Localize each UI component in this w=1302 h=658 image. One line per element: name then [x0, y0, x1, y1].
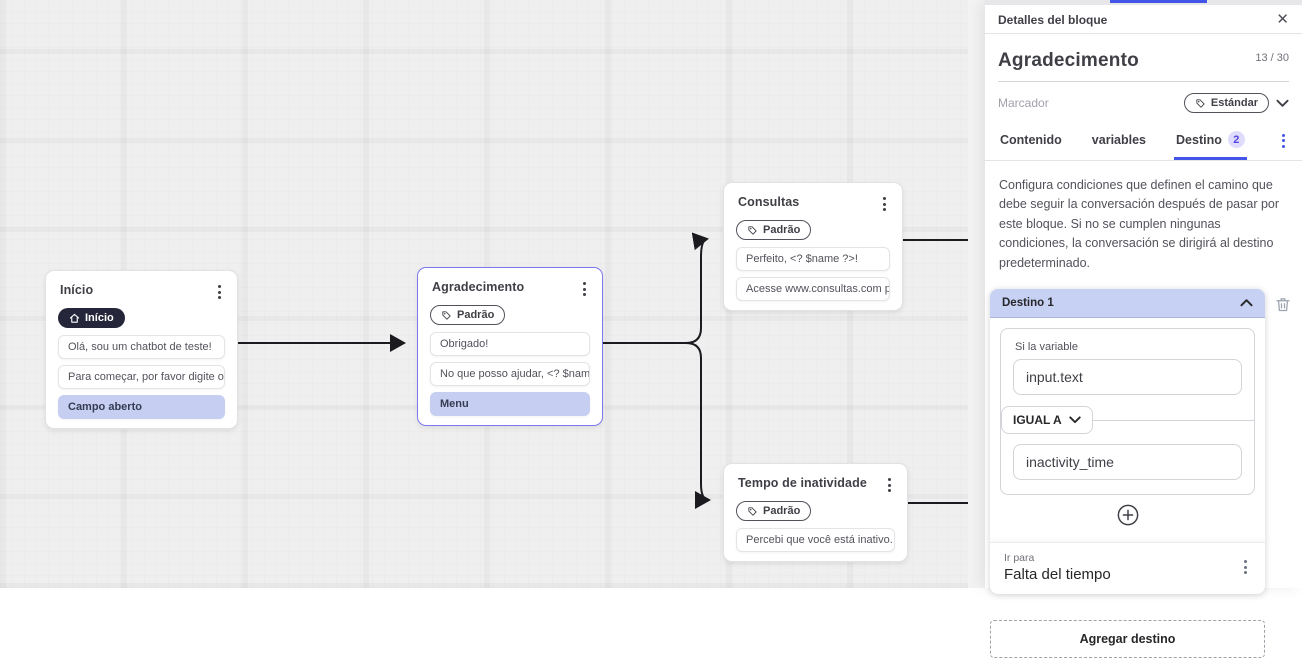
- add-destination-button[interactable]: Agregar destino: [990, 619, 1265, 658]
- goto-value: Falta del tiempo: [1004, 565, 1111, 583]
- message-item[interactable]: No que posso ajudar, <? $name ...: [430, 361, 590, 386]
- panel-title: Detalles del bloque: [998, 12, 1108, 27]
- open-field-item[interactable]: Campo aberto: [58, 394, 225, 419]
- message-item[interactable]: Percebi que você está inativo. C...: [736, 527, 895, 552]
- node-title: Consultas: [738, 195, 800, 209]
- active-tab-indicator: [1110, 0, 1207, 3]
- kebab-menu-icon[interactable]: [1278, 132, 1289, 150]
- marker-pill: Padrão: [430, 305, 506, 325]
- marker-pill: Padrão: [736, 220, 812, 240]
- node-agradecimento[interactable]: Agradecimento Padrão Obrigado! No que po…: [417, 267, 603, 426]
- operator-select[interactable]: IGUAL A: [1001, 405, 1093, 434]
- tag-icon: [748, 225, 757, 235]
- chevron-down-icon[interactable]: [1276, 99, 1289, 108]
- panel-top-strip: [985, 0, 1302, 5]
- tab-contenido[interactable]: Contenido: [1000, 132, 1062, 147]
- message-item[interactable]: Acesse www.consultas.com par...: [736, 276, 890, 301]
- char-counter: 13 / 30: [1255, 52, 1289, 64]
- kebab-menu-icon[interactable]: [884, 476, 895, 494]
- message-item[interactable]: Olá, sou um chatbot de teste!: [58, 334, 225, 359]
- node-inicio[interactable]: Início Início Olá, sou um chatbot de tes…: [45, 270, 238, 429]
- message-item[interactable]: Obrigado!: [430, 331, 590, 356]
- tab-destino[interactable]: Destino 2: [1174, 121, 1247, 160]
- message-item[interactable]: Para começar, por favor digite o ...: [58, 364, 225, 389]
- chevron-up-icon[interactable]: [1240, 298, 1253, 307]
- variable-input[interactable]: input.text: [1013, 358, 1242, 395]
- kebab-menu-icon[interactable]: [1240, 558, 1251, 576]
- chevron-down-icon: [1069, 416, 1081, 423]
- marker-pill: Padrão: [736, 501, 812, 521]
- destino-count-badge: 2: [1227, 131, 1245, 148]
- destino-description: Configura condiciones que definen el cam…: [999, 178, 1280, 270]
- node-title: Início: [60, 283, 94, 297]
- goto-label: Ir para: [1004, 551, 1035, 564]
- node-title: Tempo de inatividade: [738, 476, 867, 490]
- node-title: Agradecimento: [432, 280, 525, 294]
- plus-circle-icon[interactable]: [1117, 504, 1139, 526]
- goto-row[interactable]: Ir para Falta del tiempo: [990, 541, 1265, 594]
- start-badge: Início: [58, 308, 125, 328]
- destination-card: Destino 1 Si la variable input.text IGUA…: [990, 288, 1265, 594]
- kebab-menu-icon[interactable]: [879, 195, 890, 213]
- block-details-panel: Detalles del bloque ✕ Agradecimento 13 /…: [985, 0, 1302, 658]
- tag-icon: [1196, 98, 1205, 108]
- trash-icon[interactable]: [1274, 295, 1292, 319]
- destination-header[interactable]: Destino 1: [990, 288, 1265, 318]
- node-tempo-de-inatividade[interactable]: Tempo de inatividade Padrão Percebi que …: [723, 463, 908, 562]
- message-item[interactable]: Perfeito, <? $name ?>!: [736, 246, 890, 271]
- block-name-field[interactable]: Agradecimento: [998, 50, 1139, 71]
- marcador-label: Marcador: [998, 96, 1049, 110]
- home-icon: [69, 313, 80, 323]
- canvas-panel-gap: [968, 0, 985, 588]
- kebab-menu-icon[interactable]: [579, 280, 590, 298]
- tag-icon: [748, 506, 757, 516]
- kebab-menu-icon[interactable]: [214, 283, 225, 301]
- block-name-underline: [998, 81, 1289, 82]
- node-consultas[interactable]: Consultas Padrão Perfeito, <? $name ?>! …: [723, 182, 903, 311]
- menu-item[interactable]: Menu: [430, 391, 590, 416]
- condition-card: Si la variable input.text IGUAL A inacti…: [1000, 327, 1255, 495]
- close-icon[interactable]: ✕: [1276, 11, 1289, 28]
- marcador-pill[interactable]: Estándar: [1183, 93, 1269, 113]
- value-input[interactable]: inactivity_time: [1013, 443, 1242, 480]
- tab-variables[interactable]: variables: [1091, 132, 1147, 147]
- condition-label: Si la variable: [1015, 340, 1078, 353]
- tag-icon: [442, 310, 451, 320]
- flow-canvas[interactable]: Início Início Olá, sou um chatbot de tes…: [0, 0, 968, 588]
